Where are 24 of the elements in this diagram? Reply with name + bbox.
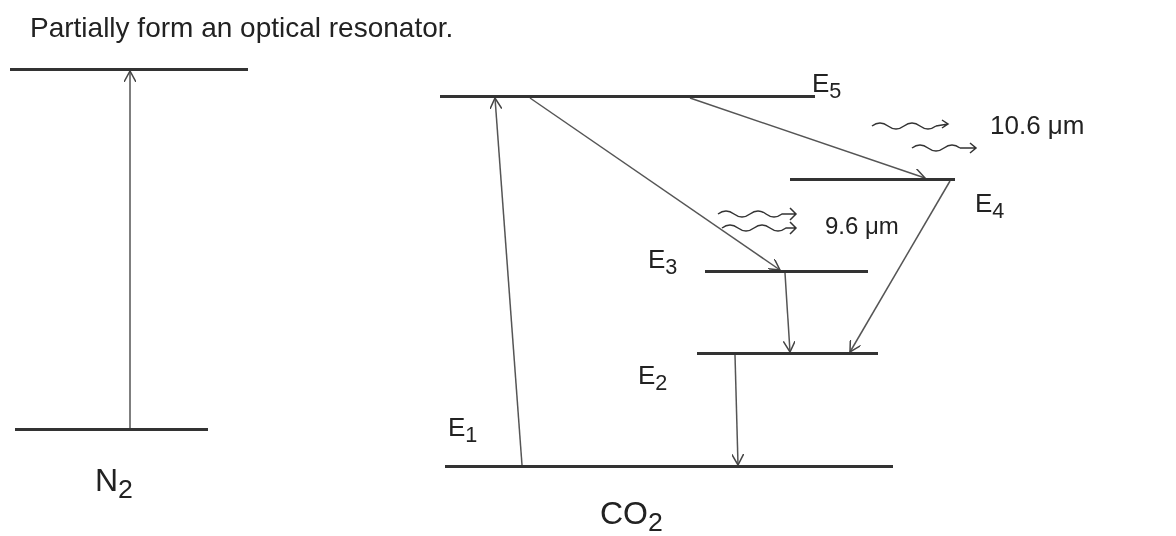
arrow	[529, 97, 781, 271]
energy-level-line	[440, 95, 815, 98]
arrow	[123, 70, 137, 429]
label-text: 10.6 μm	[990, 110, 1085, 141]
energy-level-line	[10, 68, 248, 71]
energy-level-line	[15, 428, 208, 431]
energy-level-line	[790, 178, 955, 181]
arrow	[782, 272, 797, 353]
level-label: E$_{5}$	[812, 68, 842, 105]
level-label: E$_{2}$	[638, 360, 668, 397]
level-label: E$_{4}$	[975, 188, 1005, 225]
energy-level-line	[697, 352, 878, 355]
energy-level-line	[445, 465, 893, 468]
note-text: Partially form an optical resonator.	[30, 12, 454, 44]
label-text: 9.6 μm	[825, 212, 899, 240]
arrow	[730, 354, 745, 466]
arrow	[849, 180, 951, 353]
energy-level-line	[705, 270, 868, 273]
level-label: E$_{1}$	[448, 412, 478, 449]
arrow	[689, 97, 926, 181]
label-text: CO$_{2}$	[600, 495, 663, 536]
label-text: N$_{2}$	[95, 462, 133, 506]
level-label: E$_{3}$	[648, 244, 678, 281]
arrow	[489, 97, 523, 466]
